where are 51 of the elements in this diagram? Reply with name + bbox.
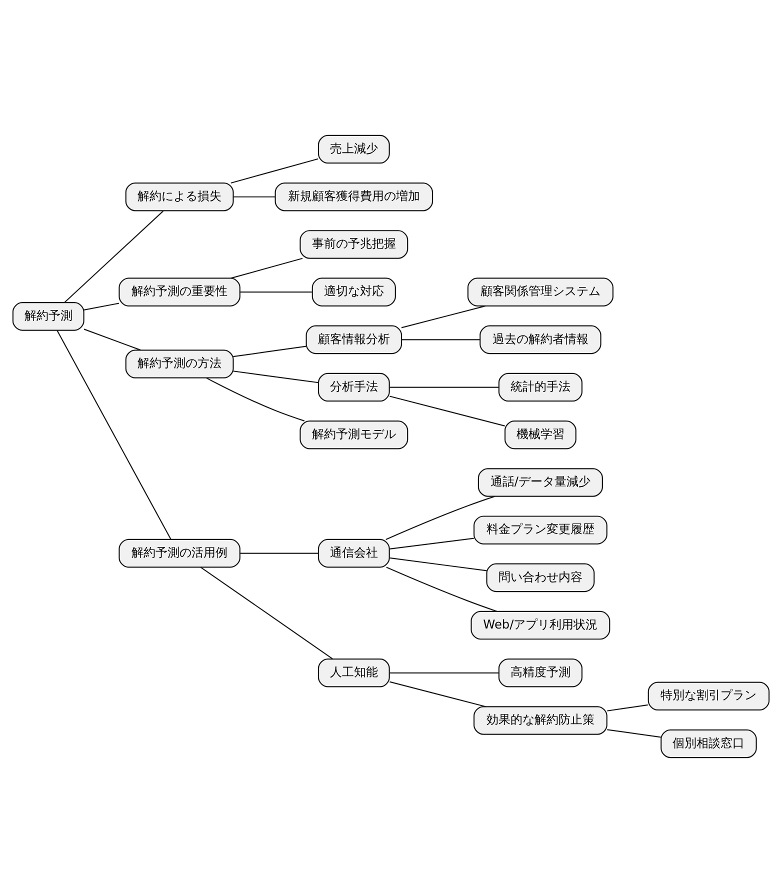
connector	[200, 566, 334, 660]
node-box: 売上減少	[318, 134, 390, 164]
node-box: 通信会社	[318, 538, 390, 568]
node-box: 特別な割引プラン	[648, 682, 770, 711]
node-box: 料金プラン変更履歴	[473, 516, 608, 544]
connector	[230, 158, 318, 184]
node-box: 通話/データ量減少	[478, 468, 603, 497]
node-box: 人工知能	[318, 658, 390, 688]
node-box: 解約予測の活用例	[118, 538, 240, 568]
connector	[233, 346, 306, 358]
node-box: 機械学習	[504, 420, 576, 450]
node-box: 顧客関係管理システム	[467, 278, 614, 306]
connector	[56, 330, 172, 540]
connector	[84, 302, 119, 310]
connector	[390, 538, 474, 550]
connector	[206, 377, 305, 422]
connector	[386, 496, 495, 540]
connector	[607, 704, 648, 712]
node-box: 解約予測	[12, 302, 84, 331]
connector	[240, 292, 312, 293]
node-box: 統計的手法	[498, 372, 583, 402]
node-box: 過去の解約者情報	[480, 325, 602, 354]
connector	[230, 258, 303, 279]
connector	[402, 339, 480, 340]
node-box: 解約予測の方法	[125, 350, 234, 378]
node-box: 顧客情報分析	[306, 325, 402, 354]
connector	[84, 328, 141, 351]
node-box: 解約予測モデル	[300, 420, 408, 450]
node-box: 問い合わせ内容	[486, 563, 595, 592]
node-box: Web/アプリ利用状況	[470, 610, 610, 640]
connector	[390, 557, 487, 572]
node-box: 解約予測の重要性	[118, 278, 240, 306]
connector	[386, 566, 498, 612]
connector	[240, 552, 318, 554]
connector	[401, 305, 486, 328]
node-box: 適切な対応	[312, 278, 396, 306]
connector	[390, 386, 499, 388]
connector	[233, 196, 276, 198]
connector	[233, 370, 319, 384]
connector	[64, 210, 164, 303]
connector	[390, 681, 486, 708]
node-box: 分析手法	[318, 372, 390, 402]
node-box: 新規顧客獲得費用の増加	[274, 182, 434, 212]
node-box: 事前の予兆把握	[300, 230, 408, 259]
node-box: 個別相談窓口	[660, 729, 757, 758]
connector	[607, 729, 661, 738]
node-box: 効果的な解約防止策	[473, 706, 608, 735]
node-box: 高精度予測	[498, 658, 583, 688]
node-box: 解約による損失	[125, 182, 234, 212]
connector	[390, 672, 499, 674]
connector	[390, 396, 505, 426]
